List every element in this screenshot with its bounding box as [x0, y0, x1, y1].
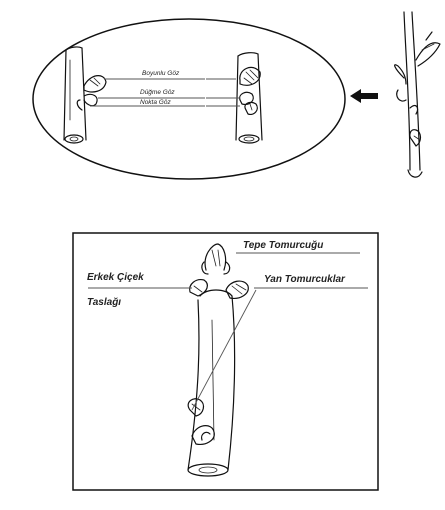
label-erkek-cicek: Erkek Çiçek — [87, 272, 144, 283]
label-yan-tomurcuklar: Yan Tomurcuklar — [264, 274, 346, 285]
label-taslagi: Taslağı — [87, 297, 121, 308]
left-twig-drawing — [63, 46, 107, 144]
label-bayunlu-goz: Boyunlu Göz — [142, 70, 180, 77]
branch-drawing — [394, 11, 441, 178]
right-twig-drawing — [235, 52, 263, 144]
leader-line-yan-diagonal — [191, 289, 257, 411]
label-nokta-goz: Nokta Göz — [140, 99, 171, 106]
top-oval-panel: Boyunlu Göz Düğme Göz Nokta Göz — [32, 18, 346, 180]
left-arrow-icon — [350, 89, 378, 103]
large-twig-drawing — [187, 243, 249, 477]
bottom-box-panel: Tepe Tomurcuğu Erkek Çiçek Taslağı Yan T… — [72, 232, 379, 491]
label-dugme-goz: Düğme Göz — [140, 89, 175, 96]
label-tepe-tomurcugu: Tepe Tomurcuğu — [243, 240, 323, 251]
